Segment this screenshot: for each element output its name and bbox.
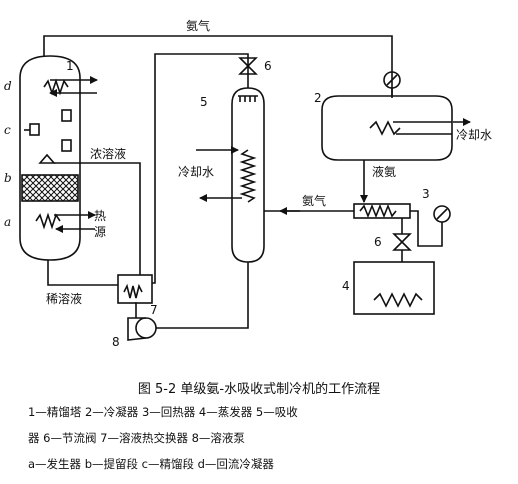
ammonia-gas-line-top	[43, 35, 393, 98]
generator-coil	[35, 212, 61, 230]
label-liquid-ammonia: 液氨	[372, 164, 396, 179]
num-3: 3	[422, 187, 430, 201]
condenser-2	[321, 95, 453, 161]
num-2: 2	[314, 91, 322, 105]
rectifying-plate-3	[61, 139, 72, 152]
throttle-valve-6-lower	[392, 233, 412, 251]
regenerator-pressure-gauge	[433, 205, 451, 223]
num-6-top: 6	[264, 59, 272, 73]
letter-b: b	[4, 171, 12, 185]
num-7: 7	[150, 303, 158, 317]
label-cooling-water-condenser: 冷却水	[456, 128, 492, 142]
letter-d: d	[4, 79, 12, 93]
letter-a: a	[4, 215, 11, 229]
label-source: 源	[94, 225, 106, 239]
caption-legend-line-3: a—发生器 b—提留段 c—精馏段 d—回流冷凝器	[28, 457, 274, 471]
absorber-to-pump-line	[156, 262, 249, 329]
label-heat: 热	[94, 209, 106, 223]
label-strong-solution: 浓溶液	[90, 146, 126, 161]
absorber-coil	[239, 149, 257, 203]
weak-solution-line	[47, 260, 118, 286]
num-4: 4	[342, 279, 350, 293]
evaporator-coil	[373, 292, 423, 308]
rectifying-plate-1	[61, 109, 72, 122]
stripping-section-packing	[21, 174, 79, 202]
label-ammonia-gas-top: 氨气	[186, 18, 210, 33]
flow-diagram: 氨气 氨气 冷却水 冷却水 液氨 浓溶液 稀溶液 热 源 1 2 3 4 5 6…	[4, 18, 492, 349]
num-1: 1	[66, 59, 74, 73]
condenser-coil	[369, 120, 401, 136]
evaporator-4	[353, 261, 435, 315]
num-5: 5	[200, 95, 208, 109]
throttle-valve-6-top	[238, 57, 258, 75]
condenser-pressure-gauge	[383, 71, 401, 89]
caption-title: 图 5-2 单级氨-水吸收式制冷机的工作流程	[137, 382, 381, 397]
solution-pump-8	[135, 317, 157, 339]
label-weak-solution: 稀溶液	[46, 291, 82, 306]
label-ammonia-gas-mid: 氨气	[302, 193, 326, 208]
strong-solution-line	[54, 162, 141, 275]
absorber-5	[231, 87, 265, 263]
num-8: 8	[112, 335, 120, 349]
reflux-condenser-coil	[43, 78, 69, 96]
rectifying-plate-2	[29, 123, 40, 136]
caption-legend-line-2: 器 6—节流阀 7—溶液热交换器 8—溶液泵	[28, 431, 245, 445]
label-cooling-water-absorber: 冷却水	[178, 165, 214, 179]
caption-legend-line-1: 1—精馏塔 2—冷凝器 3—回热器 4—蒸发器 5—吸收	[28, 405, 298, 419]
letter-c: c	[4, 123, 11, 137]
rectifying-tower-1	[19, 55, 81, 261]
solution-heat-exchanger-7	[117, 274, 153, 304]
num-6-lower: 6	[374, 235, 382, 249]
